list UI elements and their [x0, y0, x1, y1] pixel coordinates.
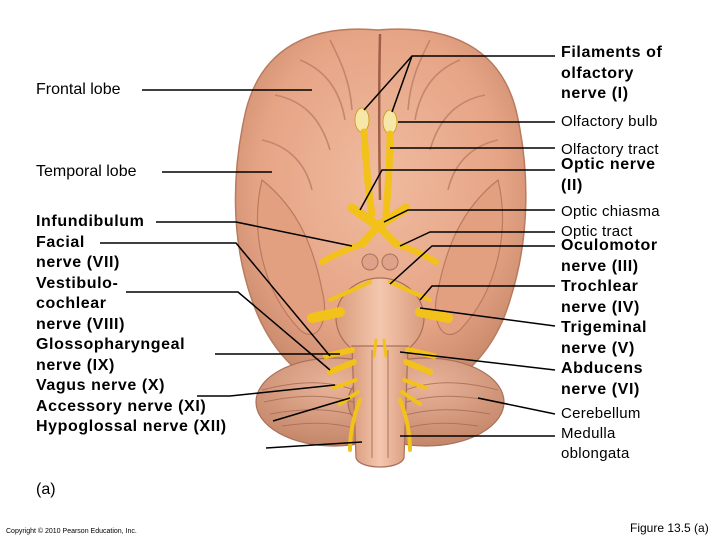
- label-right-cranial-nerves: Oculomotor nerve (III) Trochlear nerve (…: [561, 236, 658, 400]
- label-medulla-line1: Medulla: [561, 425, 616, 442]
- label-optic-tract: Optic tract: [561, 223, 633, 240]
- label-hypoglossal: Hypoglossal nerve (XII): [36, 418, 227, 435]
- label-trigeminal-line1: Trigeminal: [561, 319, 648, 336]
- label-trigeminal-line2: nerve (V): [561, 339, 635, 357]
- label-olfactory-bulb: Olfactory bulb: [561, 113, 658, 130]
- label-optic-nerve: Optic nerve (II): [561, 156, 656, 194]
- label-cerebellum: Cerebellum: [561, 405, 641, 422]
- label-trochlear-line1: Trochlear: [561, 278, 639, 295]
- copyright-notice: Copyright © 2010 Pearson Education, Inc.: [6, 528, 137, 535]
- label-abducens-line1: Abducens: [561, 360, 644, 377]
- panel-label: (a): [36, 481, 56, 498]
- label-oculomotor-line2: nerve (III): [561, 257, 639, 275]
- label-filaments-olfactory: Filaments of olfactory nerve (I): [561, 44, 663, 102]
- label-cerebellum-medulla: Cerebellum Medulla oblongata: [561, 404, 641, 464]
- label-vagus: Vagus nerve (X): [36, 377, 166, 394]
- label-glossopharyngeal-line2: nerve (IX): [36, 356, 115, 374]
- label-vestibulocochlear-line3: nerve (VIII): [36, 315, 126, 333]
- label-abducens-line2: nerve (VI): [561, 380, 640, 398]
- leader-lines: [100, 55, 556, 449]
- label-temporal-lobe: Temporal lobe: [36, 163, 137, 180]
- label-accessory: Accessory nerve (XI): [36, 397, 207, 415]
- label-frontal-lobe: Frontal lobe: [36, 81, 121, 98]
- label-vestibulocochlear-line1: Vestibulo-: [36, 274, 119, 292]
- temporal-lobe-right: [434, 178, 504, 336]
- label-facial-line2: nerve (VII): [36, 254, 120, 271]
- label-oculomotor-line1: Oculomotor: [561, 237, 658, 254]
- olfactory-bulb-left: [354, 107, 370, 133]
- olfactory-bulb-right: [382, 109, 398, 135]
- longitudinal-fissure: [378, 33, 382, 201]
- label-medulla-line2: oblongata: [561, 445, 630, 462]
- temporal-lobe-left: [256, 178, 326, 336]
- label-left-cranial-nerves: Infundibulum Facial nerve (VII) Vestibul…: [36, 212, 227, 438]
- label-trochlear-line2: nerve (IV): [561, 298, 640, 316]
- label-vestibulocochlear-line2: cochlear: [36, 295, 107, 312]
- label-optic-chiasma: Optic chiasma: [561, 203, 660, 220]
- cranial-nerves: [354, 107, 398, 135]
- label-facial-line1: Facial: [36, 233, 85, 251]
- label-infundibulum: Infundibulum: [36, 213, 145, 230]
- label-olfactory-tract: Olfactory tract: [561, 141, 659, 158]
- cerebellum-folia: [261, 382, 499, 429]
- label-glossopharyngeal-line1: Glossopharyngeal: [36, 336, 186, 353]
- figure-number: Figure 13.5 (a): [630, 521, 709, 535]
- medulla-oblongata: [351, 345, 409, 468]
